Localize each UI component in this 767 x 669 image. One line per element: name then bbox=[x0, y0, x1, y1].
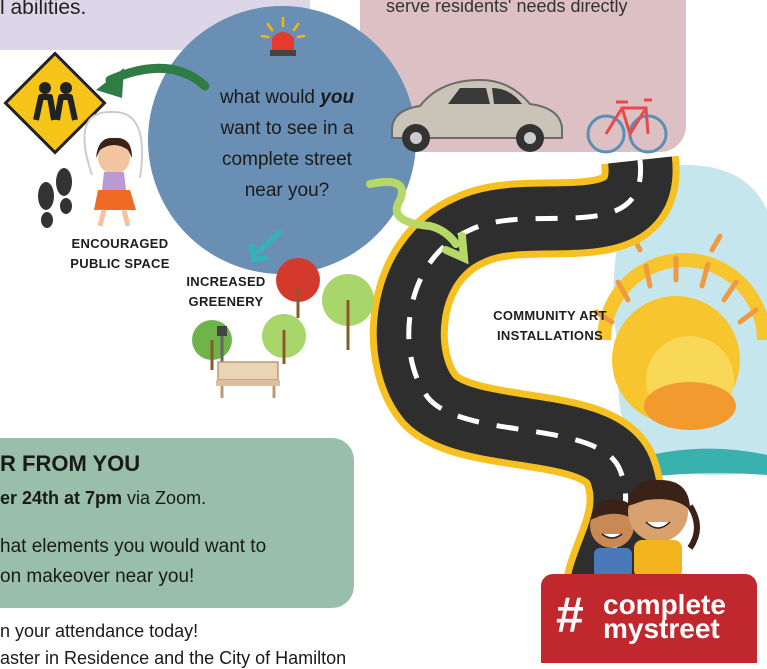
event-date-bold: er 24th at 7pm bbox=[0, 488, 123, 508]
event-date: er 24th at 7pm via Zoom. bbox=[0, 488, 206, 509]
question-text: what would you want to see in a complete… bbox=[194, 82, 380, 206]
school-crossing-sign-icon bbox=[3, 51, 107, 155]
footprints-icon bbox=[38, 168, 72, 228]
curved-arrow-icon bbox=[96, 63, 210, 98]
community-art-label: COMMUNITY ART INSTALLATIONS bbox=[472, 306, 628, 346]
event-elements-line1: hat elements you would want to bbox=[0, 536, 267, 557]
top-left-text: l abilities. bbox=[0, 0, 87, 19]
question-bubble bbox=[148, 6, 416, 274]
question-line3: complete street bbox=[222, 149, 352, 170]
kids-icon bbox=[590, 479, 700, 578]
winding-road-icon bbox=[369, 155, 680, 603]
greenery-label: INCREASED GREENERY bbox=[174, 272, 278, 312]
community-art-label-line2: INSTALLATIONS bbox=[497, 328, 603, 343]
question-line2: want to see in a bbox=[220, 118, 354, 139]
squiggle-arrow-icon bbox=[366, 178, 469, 265]
question-line4: near you? bbox=[244, 180, 330, 201]
attendance-text: n your attendance today! bbox=[0, 621, 199, 641]
partners-text: aster in Residence and the City of Hamil… bbox=[0, 648, 347, 668]
question-line1: what would bbox=[219, 87, 321, 108]
event-heading: R FROM YOU bbox=[0, 451, 141, 476]
car-icon bbox=[391, 78, 563, 152]
siren-icon bbox=[260, 16, 306, 56]
hashtag-line1: complete bbox=[603, 589, 726, 620]
event-info-box bbox=[0, 438, 354, 608]
event-elements-line2: on makeover near you! bbox=[0, 566, 195, 587]
hashtag-banner bbox=[541, 574, 757, 663]
greenery-label-line1: INCREASED bbox=[186, 274, 266, 289]
community-art-label-line1: COMMUNITY ART bbox=[493, 308, 607, 323]
hashtag-symbol: # bbox=[556, 587, 584, 643]
down-arrow-icon bbox=[249, 229, 283, 263]
sun-icon bbox=[593, 231, 767, 478]
event-date-rest: via Zoom. bbox=[122, 488, 207, 508]
hashtag-line2: mystreet bbox=[603, 613, 720, 644]
public-space-label-line1: ENCOURAGED bbox=[71, 236, 169, 251]
bicycle-icon bbox=[586, 98, 668, 154]
top-right-text: serve residents' needs directly bbox=[386, 0, 628, 16]
greenery-label-line2: GREENERY bbox=[188, 294, 264, 309]
public-space-label: ENCOURAGED PUBLIC SPACE bbox=[58, 234, 182, 274]
girl-jump-rope-icon bbox=[83, 110, 144, 227]
question-emphasis: you bbox=[320, 87, 355, 108]
bench-icon bbox=[216, 361, 280, 398]
public-space-label-line2: PUBLIC SPACE bbox=[70, 256, 170, 271]
